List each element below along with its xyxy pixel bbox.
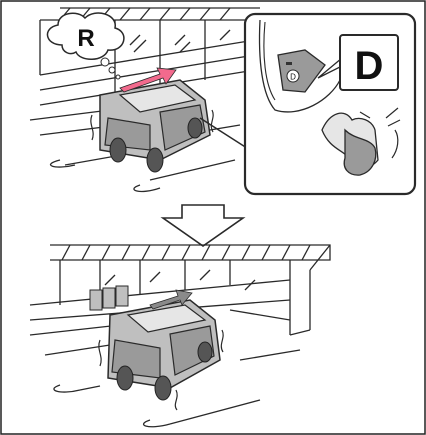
inset-panel: D D	[245, 14, 415, 194]
bubble-letter: R	[77, 25, 94, 52]
selector-letter: D	[290, 73, 296, 82]
vending-machines	[90, 286, 128, 310]
display-letter: D	[355, 44, 384, 88]
